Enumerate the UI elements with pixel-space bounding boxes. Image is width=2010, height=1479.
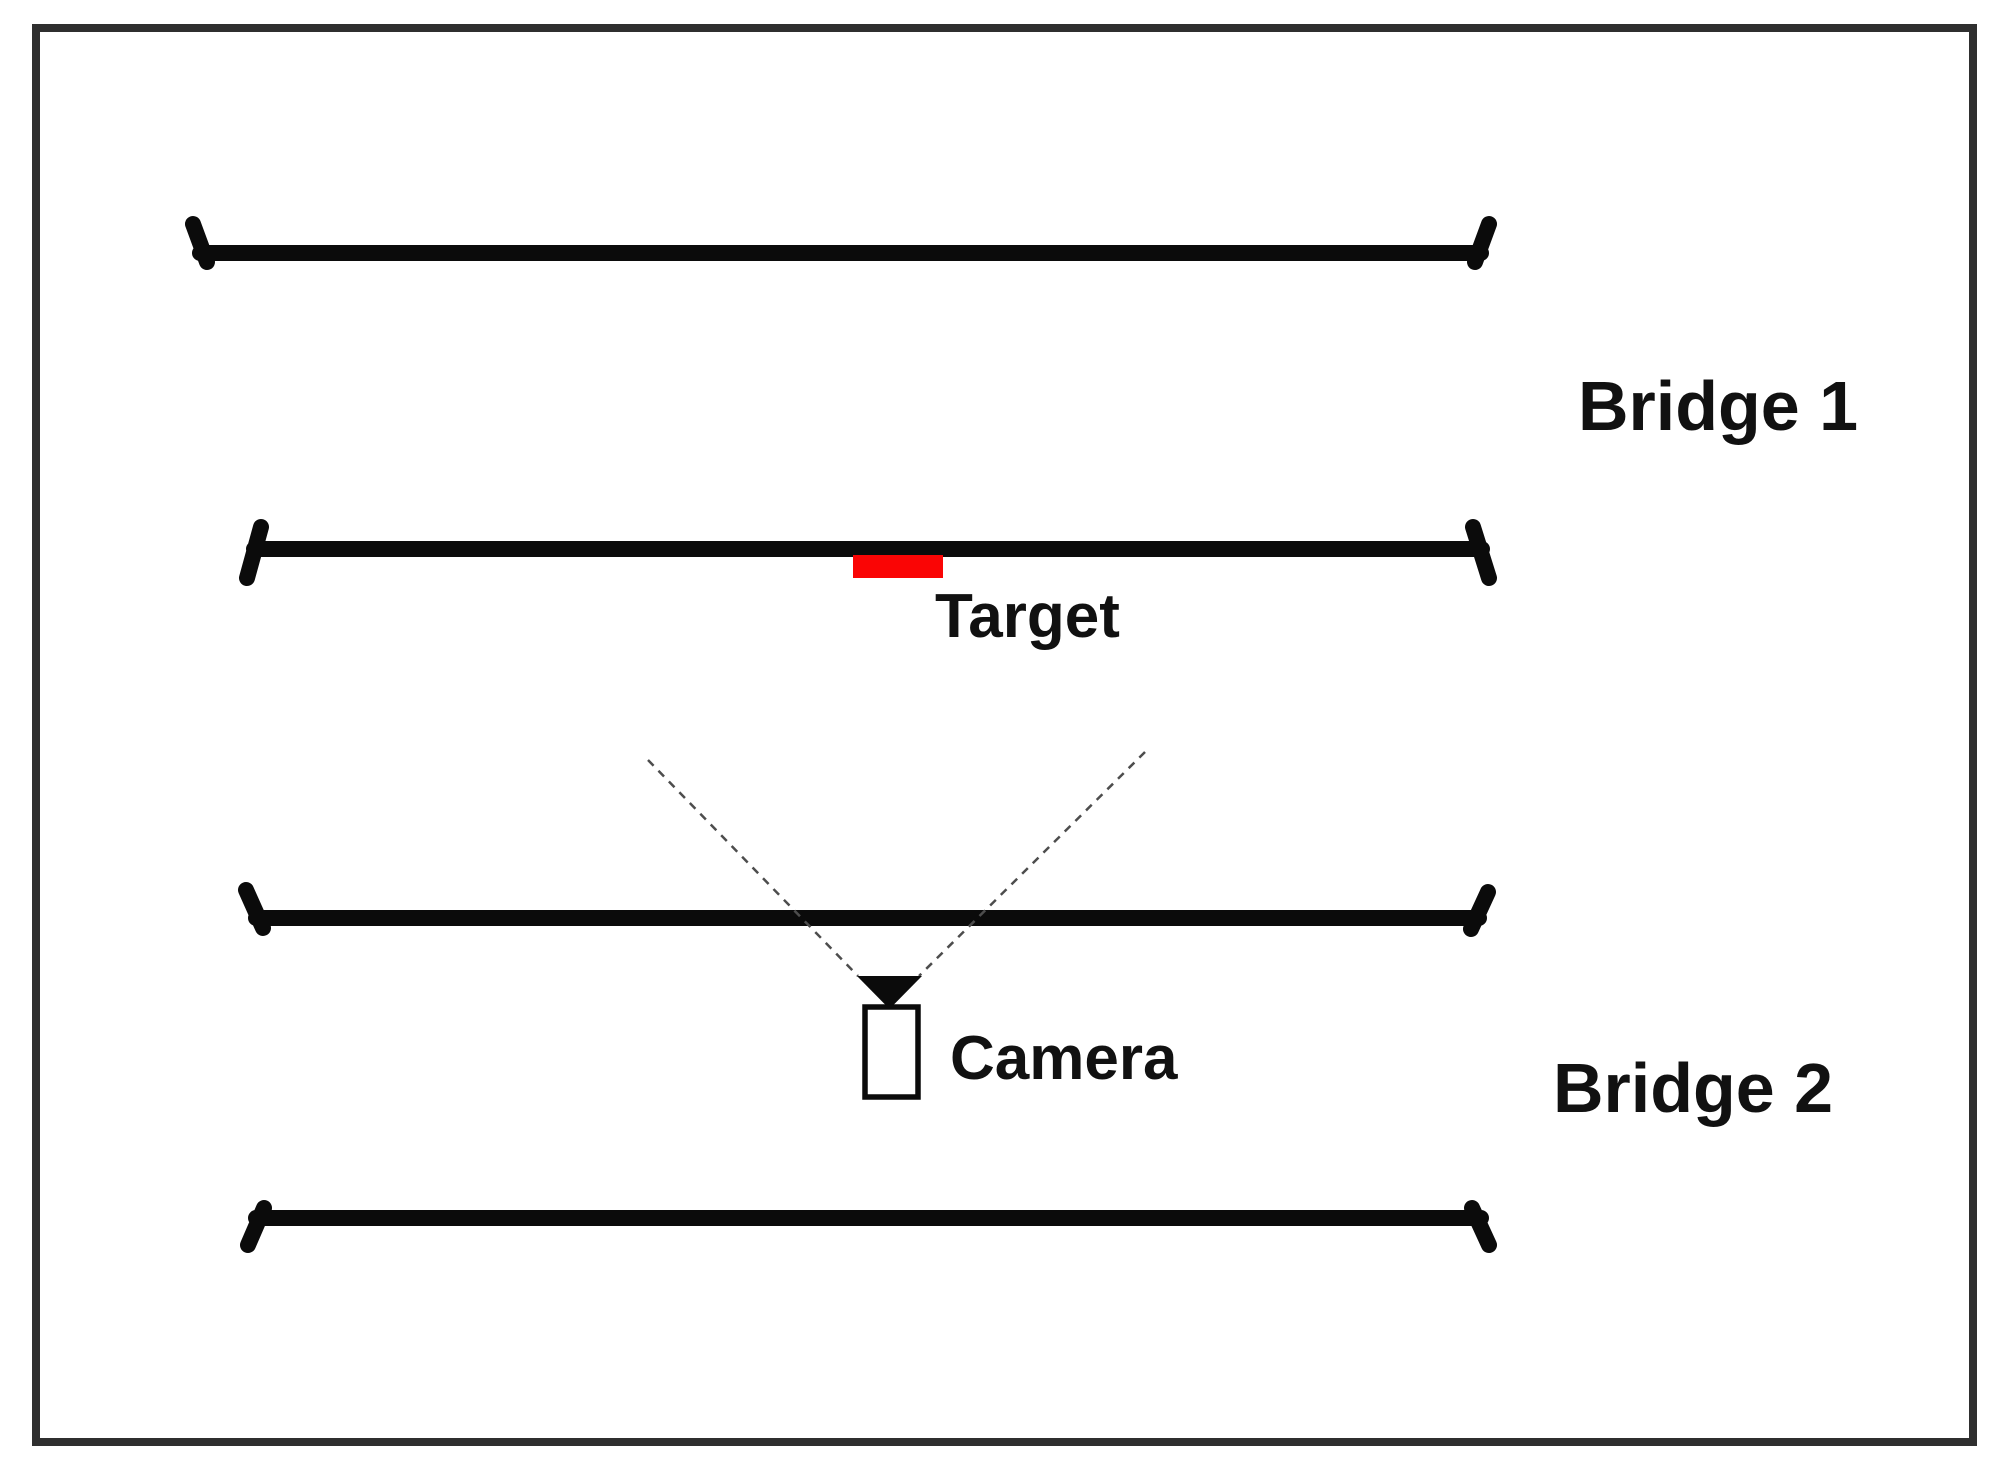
bridge2-label: Bridge 2: [1553, 1049, 1833, 1127]
fov-dashed-line-right: [918, 751, 1146, 977]
bridge1-label: Bridge 1: [1578, 367, 1858, 445]
camera-lens-triangle-icon: [857, 976, 922, 1009]
camera-body-rect: [862, 1004, 921, 1100]
bridge2-bottom-edge-line: [240, 1200, 1497, 1253]
fov-dashed-line-left: [647, 759, 859, 977]
bridge1-bottom-edge-line: [239, 519, 1497, 586]
bridge1-top-edge-line: [185, 216, 1497, 270]
bridge2-top-edge-line: [238, 882, 1496, 937]
camera-icon: [857, 976, 922, 1100]
target-label: Target: [935, 582, 1120, 651]
camera-label: Camera: [950, 1024, 1178, 1093]
diagram-border: [32, 24, 1977, 1446]
target-marker: [853, 555, 943, 578]
